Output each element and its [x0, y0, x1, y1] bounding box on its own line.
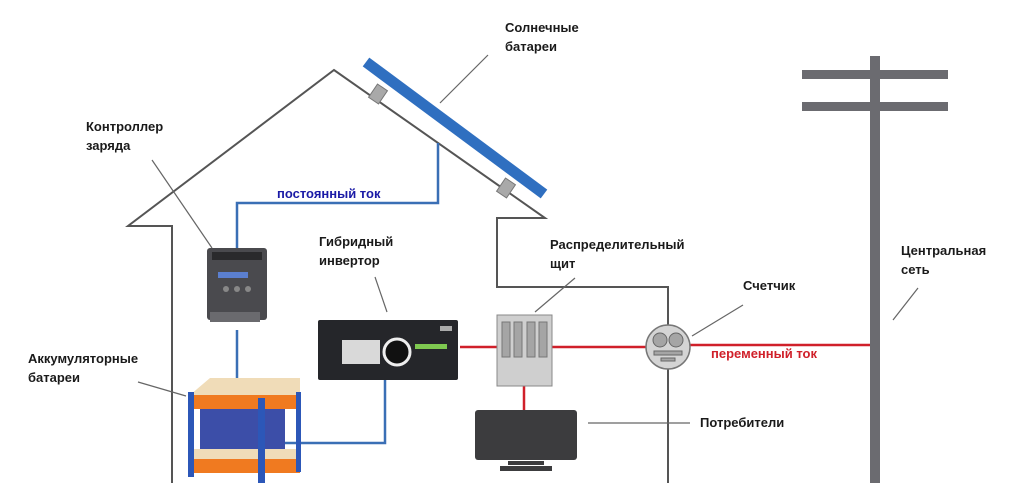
- charge-controller-icon[interactable]: [207, 248, 267, 322]
- dc-line: [235, 143, 440, 250]
- leader-lines: [137, 54, 919, 424]
- label-charge-controller-line1: Контроллер: [86, 119, 164, 134]
- label-central-grid-line1: Центральная: [901, 243, 987, 258]
- electric-meter-icon[interactable]: [645, 324, 691, 370]
- label-distribution-board: Распределительный щит: [550, 235, 685, 273]
- label-hybrid-inverter-line1: Гибридный: [319, 234, 394, 249]
- label-central-grid-line2: сеть: [901, 262, 930, 277]
- breaker-panel-icon[interactable]: [496, 314, 553, 387]
- label-batteries-line1: Аккумуляторные: [28, 351, 139, 366]
- label-meter: Счетчик: [743, 276, 795, 295]
- label-distribution-board-line2: щит: [550, 256, 576, 271]
- label-consumers: Потребители: [700, 413, 784, 432]
- label-solar-panels-line2: батареи: [505, 39, 558, 54]
- label-batteries: Аккумуляторные батареи: [28, 349, 138, 387]
- label-consumers-line1: Потребители: [700, 415, 785, 430]
- house-outline: [125, 68, 669, 483]
- label-distribution-board-line1: Распределительный: [550, 237, 685, 252]
- label-batteries-line2: батареи: [28, 370, 81, 385]
- label-hybrid-inverter: Гибридный инвертор: [319, 232, 393, 270]
- label-solar-panels: Солнечные батареи: [505, 18, 579, 56]
- inverter-icon[interactable]: [318, 320, 458, 380]
- solar-panel-mounts: [367, 83, 517, 199]
- battery-rack-icon[interactable]: [188, 378, 301, 483]
- label-charge-controller-line2: заряда: [86, 138, 131, 153]
- label-meter-line1: Счетчик: [743, 278, 796, 293]
- power-pole-icon[interactable]: [802, 56, 948, 483]
- dc-line-battery-inverter: [262, 380, 387, 445]
- tv-monitor-icon[interactable]: [475, 410, 577, 471]
- label-solar-panels-line1: Солнечные: [505, 20, 579, 35]
- label-ac-current: переменный ток: [711, 346, 817, 361]
- label-central-grid: Центральная сеть: [901, 241, 986, 279]
- label-charge-controller: Контроллер заряда: [86, 117, 163, 155]
- solar-panel-icon[interactable]: [362, 57, 548, 199]
- label-hybrid-inverter-line2: инвертор: [319, 253, 380, 268]
- label-dc-current: постоянный ток: [277, 186, 381, 201]
